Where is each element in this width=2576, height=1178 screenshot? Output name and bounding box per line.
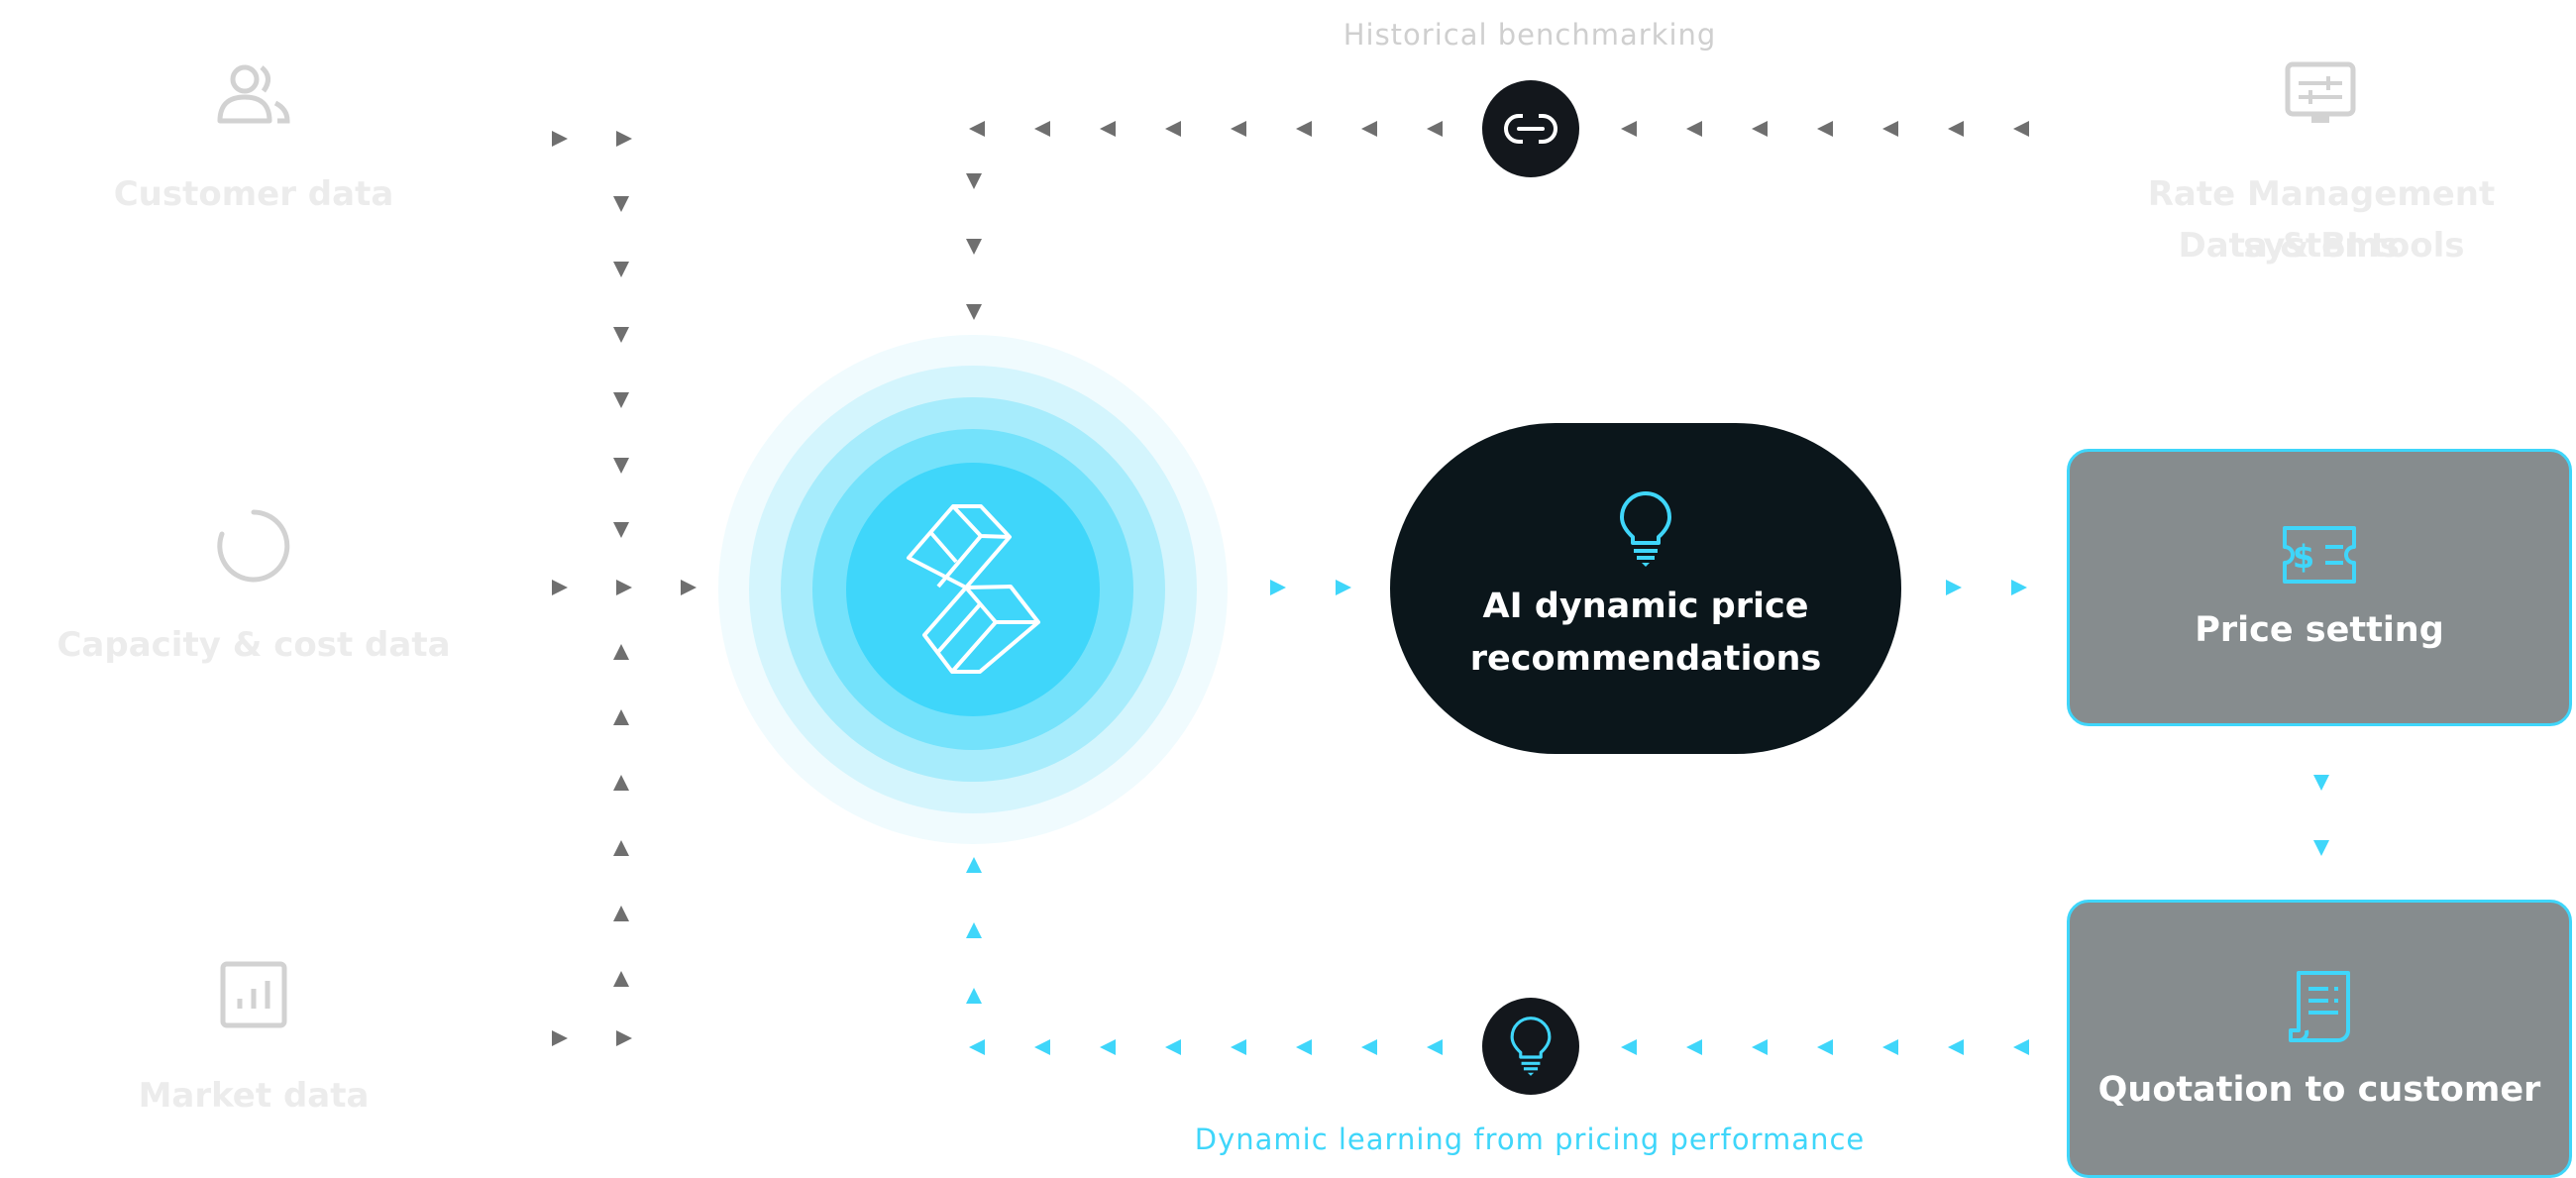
feedback-arrow [966, 857, 982, 873]
users-icon [212, 59, 295, 129]
benchmark-arrow [1948, 121, 1964, 137]
lightbulb-icon [1620, 491, 1671, 567]
loading-ring-icon [216, 508, 291, 584]
feedback-arrow [1100, 1039, 1116, 1055]
feedback-arrow [2013, 1039, 2029, 1055]
dollar-tag-icon: $ [2283, 526, 2356, 584]
feedback-arrow [1231, 1039, 1246, 1055]
input-arrow [616, 1030, 632, 1046]
customer-data-label: Customer data [113, 174, 394, 214]
flow-arrow [1946, 580, 1962, 595]
quotation-label: Quotation to customer [2097, 1069, 2541, 1110]
trunk-arrow [613, 906, 629, 921]
feedback-arrow [1621, 1039, 1637, 1055]
feedback-arrow [1817, 1039, 1833, 1055]
flow-arrow [2313, 840, 2329, 856]
trunk-arrow [613, 392, 629, 408]
benchmark-arrow [1231, 121, 1246, 137]
trunk-arrow [613, 262, 629, 277]
rate-management-label: Rate Management systems [2147, 174, 2496, 266]
link-badge [1482, 80, 1579, 177]
feedback-arrow [1948, 1039, 1964, 1055]
data-bi-tools-label: Data & BI tools [2178, 226, 2465, 266]
input-arrow [552, 1030, 568, 1046]
feedback-arrow [1752, 1039, 1768, 1055]
feedback-arrow [966, 988, 982, 1004]
dynamic-learning-label: Dynamic learning from pricing performanc… [1194, 1123, 1866, 1156]
trunk-arrow [613, 644, 629, 660]
benchmark-arrow [1752, 121, 1768, 137]
feedback-arrow [1686, 1039, 1702, 1055]
link-icon [1504, 112, 1557, 146]
settings-monitor-icon [2285, 61, 2356, 129]
feedback-arrow [969, 1039, 985, 1055]
input-arrow [681, 580, 697, 595]
benchmark-arrow [1621, 121, 1637, 137]
cube-logo-icon [907, 504, 1040, 674]
price-setting-box: $ Price setting [2067, 449, 2572, 726]
benchmark-arrow [969, 121, 985, 137]
benchmark-arrow [966, 239, 982, 255]
flow-arrow [2011, 580, 2027, 595]
benchmark-arrow [1882, 121, 1898, 137]
feedback-arrow [1427, 1039, 1443, 1055]
benchmark-arrow [1165, 121, 1181, 137]
feedback-arrow [1882, 1039, 1898, 1055]
benchmark-arrow [2013, 121, 2029, 137]
capacity-cost-data-label: Capacity & cost data [56, 625, 451, 665]
ai-recommendations-box: AI dynamic price recommendations [1390, 423, 1901, 754]
feedback-arrow [1296, 1039, 1312, 1055]
benchmark-arrow [1427, 121, 1443, 137]
trunk-arrow [613, 709, 629, 725]
trunk-arrow [613, 840, 629, 856]
quotation-box: Quotation to customer [2067, 900, 2572, 1178]
bar-chart-icon [220, 961, 287, 1028]
input-arrow [616, 580, 632, 595]
benchmark-arrow [966, 173, 982, 189]
ai-box-title: AI dynamic price recommendations [1470, 581, 1822, 686]
learning-badge [1482, 998, 1579, 1095]
feedback-arrow [966, 922, 982, 938]
flow-arrow [1270, 580, 1286, 595]
benchmark-arrow [1686, 121, 1702, 137]
benchmark-arrow [1361, 121, 1377, 137]
trunk-arrow [613, 196, 629, 212]
benchmark-arrow [1817, 121, 1833, 137]
input-arrow [552, 131, 568, 147]
feedback-arrow [1165, 1039, 1181, 1055]
benchmark-arrow [1100, 121, 1116, 137]
market-data-label: Market data [138, 1076, 370, 1116]
lightbulb-icon [1510, 1017, 1552, 1076]
trunk-arrow [613, 522, 629, 538]
ai-box-line2: recommendations [1469, 639, 1822, 679]
input-arrow [616, 131, 632, 147]
svg-text:$: $ [2293, 538, 2314, 576]
historical-benchmarking-label: Historical benchmarking [1342, 18, 1717, 52]
trunk-arrow [613, 775, 629, 791]
benchmark-arrow [1296, 121, 1312, 137]
center-engine-logo [718, 335, 1228, 844]
feedback-arrow [1361, 1039, 1377, 1055]
price-setting-label: Price setting [2195, 610, 2444, 650]
trunk-arrow [613, 458, 629, 474]
trunk-arrow [613, 971, 629, 987]
input-arrow [552, 580, 568, 595]
trunk-arrow [613, 327, 629, 343]
benchmark-arrow [1034, 121, 1050, 137]
ai-box-line1: AI dynamic price [1482, 587, 1809, 626]
feedback-arrow [1034, 1039, 1050, 1055]
flow-arrow [2313, 775, 2329, 791]
receipt-icon [2289, 970, 2350, 1042]
benchmark-arrow [966, 304, 982, 320]
flow-arrow [1336, 580, 1351, 595]
